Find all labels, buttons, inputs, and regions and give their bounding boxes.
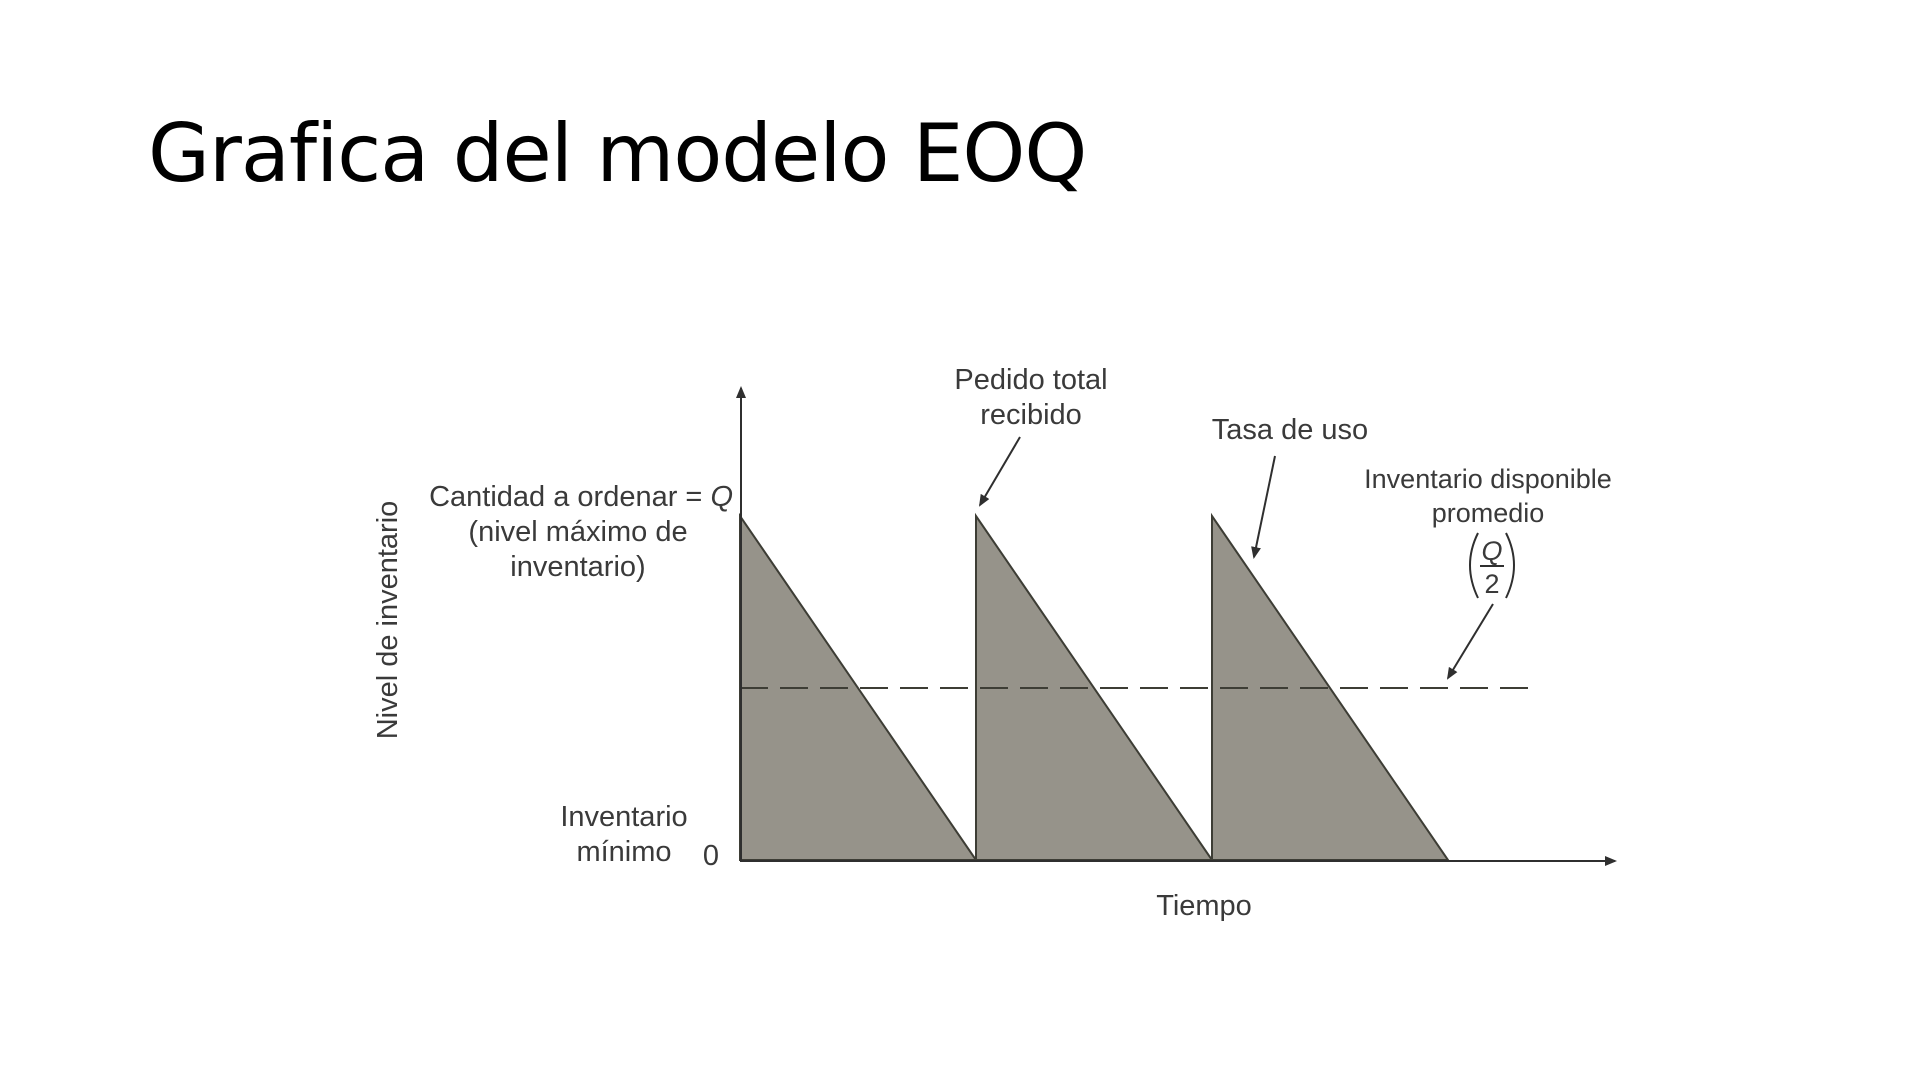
q-symbol: Q [710, 481, 733, 513]
max-level-text: Cantidad a ordenar = [429, 481, 710, 513]
min-level-line2: mínimo [576, 836, 671, 868]
q-over-2-fraction: Q 2 [1469, 532, 1515, 599]
svg-text:Cantidad a ordenar = Q: Cantidad a ordenar = Q [429, 481, 733, 513]
order-received-line2: recibido [980, 399, 1082, 431]
order-received-arrow [978, 436, 1021, 507]
slide-title: Grafica del modelo EOQ [148, 107, 1087, 200]
average-inventory-line2: promedio [1432, 498, 1545, 528]
usage-rate-arrow [1251, 455, 1276, 559]
fraction-numerator: Q [1481, 536, 1502, 566]
inventory-cycle-2 [975, 512, 1214, 861]
min-level-label: Inventario mínimo [560, 801, 687, 868]
zero-tick-label: 0 [703, 840, 719, 872]
usage-rate-annotation: Tasa de uso [1212, 414, 1368, 559]
average-inventory-arrow [1446, 603, 1494, 680]
fraction-denominator: 2 [1484, 569, 1499, 599]
average-inventory-line1: Inventario disponible [1364, 464, 1612, 494]
usage-rate-label: Tasa de uso [1212, 414, 1368, 446]
right-paren [1505, 532, 1515, 599]
max-level-line2: (nivel máximo de [468, 516, 687, 548]
min-level-line1: Inventario [560, 801, 687, 833]
order-received-line1: Pedido total [954, 364, 1107, 396]
inventory-cycles [739, 512, 1450, 861]
y-axis-label: Nivel de inventario [372, 501, 404, 740]
max-level-line3: inventario) [510, 551, 645, 583]
max-level-label: Cantidad a ordenar = Q (nivel máximo de … [429, 481, 733, 583]
order-received-annotation: Pedido total recibido [954, 364, 1108, 507]
average-inventory-annotation: Inventario disponible promedio Q 2 [1364, 464, 1612, 680]
left-paren [1469, 532, 1479, 599]
x-axis-label: Tiempo [1156, 890, 1252, 922]
